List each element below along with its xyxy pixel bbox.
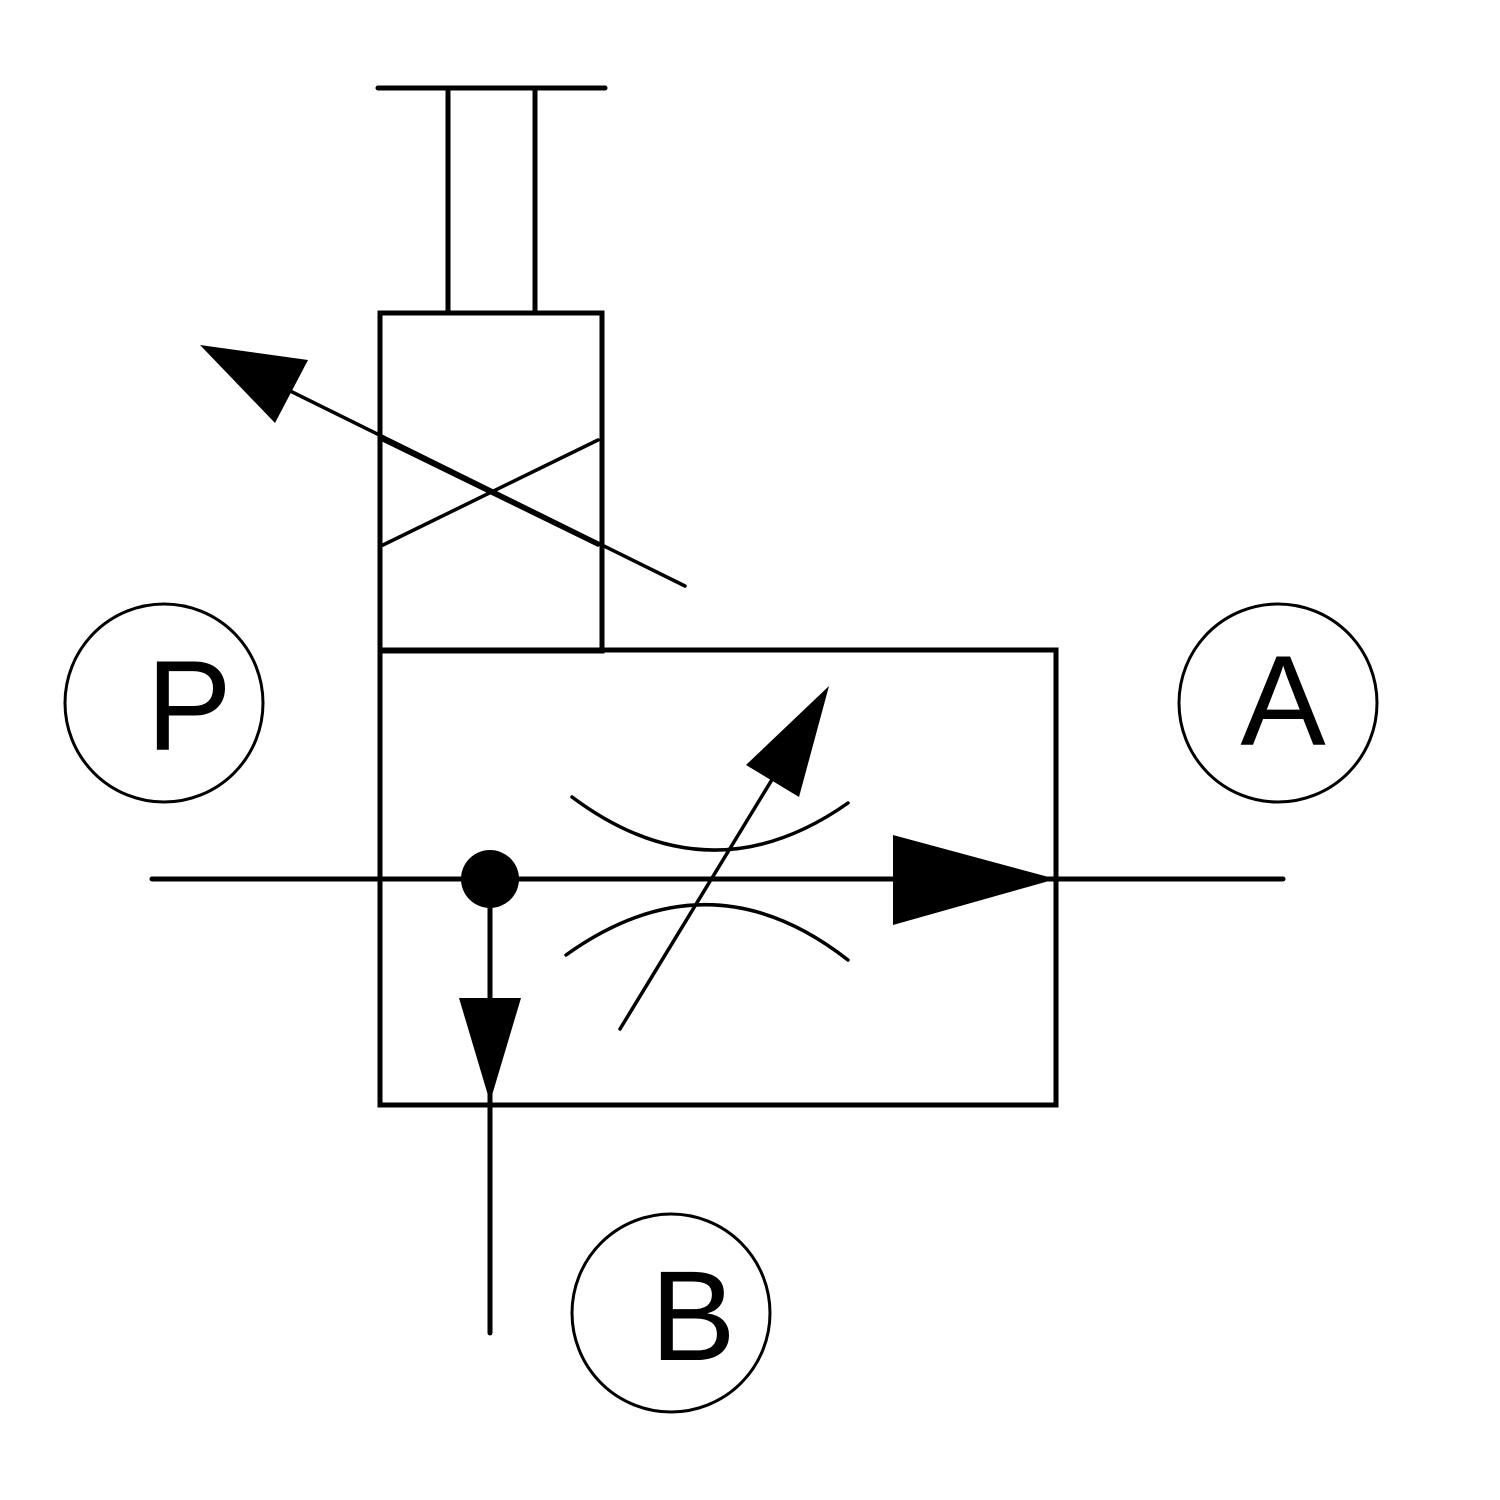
port-b: B <box>570 1212 772 1414</box>
port-p-circle <box>63 602 265 804</box>
manual-operator <box>375 85 608 315</box>
spring-adjust-arrow-shaft <box>266 378 687 588</box>
spring-adjust-arrow-icon <box>200 345 687 588</box>
spring-housing-box <box>377 310 605 654</box>
port-p: P <box>63 602 265 804</box>
flow-line-b <box>459 876 521 1336</box>
adjustable-throttle-icon <box>564 686 850 1031</box>
port-a-circle <box>1177 602 1379 804</box>
flow-arrowhead-b <box>459 998 521 1102</box>
port-p-label: P <box>146 635 231 778</box>
spring-housing <box>377 310 605 654</box>
port-b-circle <box>570 1212 772 1414</box>
throttle-arc-upper <box>570 795 850 852</box>
throttle-arc-lower <box>564 903 850 962</box>
throttle-adjust-arrowhead <box>746 686 829 797</box>
port-a: A <box>1177 602 1379 804</box>
flow-arrowhead-a <box>893 835 1056 925</box>
spring-adjust-arrowhead <box>200 345 308 423</box>
port-b-label: B <box>650 1245 735 1388</box>
port-a-label: A <box>1240 630 1326 773</box>
spring-line-2 <box>381 438 600 547</box>
throttle-adjust-arrow-shaft <box>618 748 792 1031</box>
